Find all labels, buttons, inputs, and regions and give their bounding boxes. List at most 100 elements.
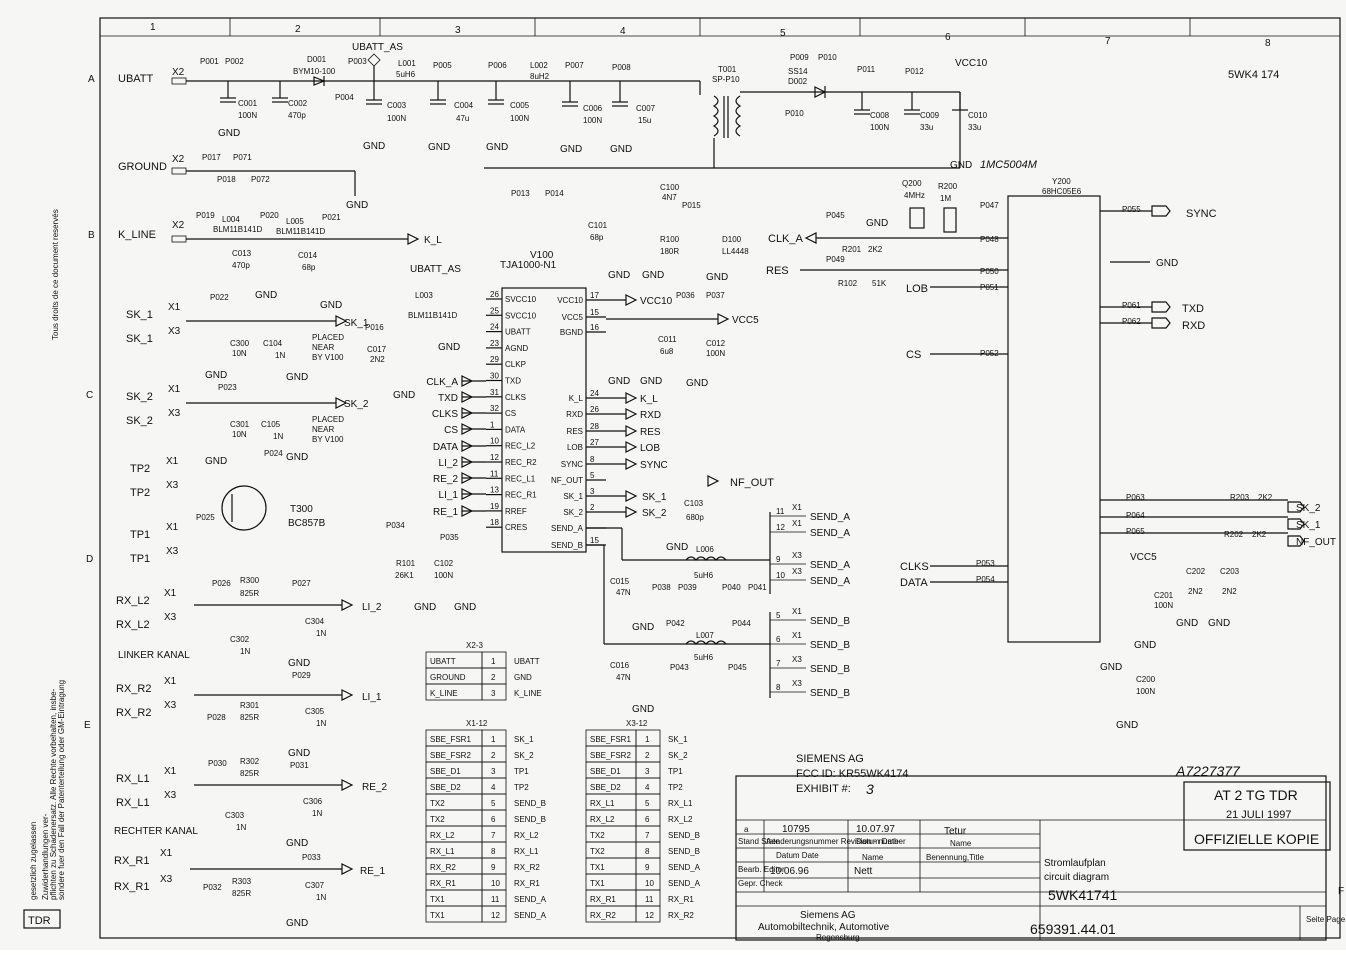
exhibit-number: 3 (866, 781, 874, 797)
svg-text:P014: P014 (545, 189, 564, 198)
svg-text:D001: D001 (307, 55, 327, 64)
svg-text:C011: C011 (658, 335, 677, 344)
svg-text:K_LINE: K_LINE (118, 229, 156, 241)
v100-pin-name: CS (505, 409, 516, 418)
send-net: SEND_A (810, 560, 850, 571)
table-cell: 2 (491, 751, 496, 760)
model-number: 5WK4 174 (1228, 69, 1279, 81)
drawing-number: 5WK41741 (1048, 887, 1117, 903)
svg-text:UBATT_AS: UBATT_AS (410, 264, 461, 275)
table-title: X1-12 (466, 719, 488, 728)
net-label: LOB (640, 443, 660, 454)
svg-text:825R: 825R (240, 589, 259, 598)
send-connector: X3 (792, 679, 802, 688)
svg-text:P045: P045 (728, 663, 747, 672)
svg-text:RES: RES (766, 265, 789, 277)
svg-text:47N: 47N (616, 588, 631, 597)
table-cell: K_LINE (514, 689, 542, 698)
svg-text:P006: P006 (488, 61, 507, 70)
v100-pin-number: 1 (490, 420, 495, 429)
table-cell: 3 (645, 767, 650, 776)
v100-pin-name: K_L (569, 394, 584, 403)
svg-text:L001: L001 (398, 59, 416, 68)
svg-text:C102: C102 (434, 559, 454, 568)
svg-text:X1: X1 (168, 384, 181, 395)
svg-text:Benennung,Title: Benennung,Title (926, 853, 985, 862)
v100-pin-number: 23 (490, 339, 499, 348)
svg-text:100N: 100N (706, 349, 725, 358)
svg-text:C307: C307 (305, 881, 325, 890)
svg-text:P018: P018 (217, 175, 236, 184)
svg-text:2K2: 2K2 (1252, 530, 1267, 539)
svg-text:GND: GND (438, 342, 460, 353)
svg-text:P039: P039 (678, 583, 697, 592)
svg-text:Tetur: Tetur (944, 826, 967, 837)
table-cell: TX1 (430, 911, 445, 920)
svg-text:1N: 1N (275, 351, 285, 360)
svg-text:C015: C015 (610, 577, 630, 586)
table-cell: SEND_A (668, 879, 701, 888)
svg-text:Stand State: Stand State (738, 837, 780, 846)
svg-text:C001: C001 (238, 99, 258, 108)
title-block: SIEMENS AG FCC ID: KR55WK4174 EXHIBIT #:… (735, 753, 1346, 942)
svg-text:5uH6: 5uH6 (694, 653, 714, 662)
margin-text: gesetzlich zugelassen (29, 822, 38, 900)
svg-text:100N: 100N (583, 116, 602, 125)
v100-pin-number: 8 (590, 455, 595, 464)
net-label: CLKS (432, 409, 458, 420)
svg-text:CS: CS (906, 349, 921, 361)
v100-pin-number: 12 (490, 453, 499, 462)
svg-text:RX_R1: RX_R1 (114, 881, 149, 893)
row-label: A (88, 74, 95, 85)
svg-text:SP-P10: SP-P10 (712, 75, 740, 84)
svg-text:GND: GND (1156, 258, 1178, 269)
v100-pin-name: AGND (505, 344, 528, 353)
svg-text:TP1: TP1 (130, 553, 150, 565)
svg-text:C301: C301 (230, 420, 250, 429)
table-cell: RX_L1 (514, 847, 539, 856)
table-title: X2-3 (466, 641, 483, 650)
svg-text:P010: P010 (785, 109, 804, 118)
svg-text:BLM11B141D: BLM11B141D (213, 225, 262, 234)
table-cell: SK_2 (668, 751, 688, 760)
table-cell: SBE_D2 (590, 783, 621, 792)
svg-text:L006: L006 (696, 545, 714, 554)
table-cell: 6 (645, 815, 650, 824)
svg-text:BC857B: BC857B (288, 518, 326, 529)
svg-text:GND: GND (218, 128, 240, 139)
net-label: K_L (640, 394, 658, 405)
svg-text:825R: 825R (232, 889, 251, 898)
svg-text:GND: GND (686, 378, 708, 389)
svg-text:Y200: Y200 (1052, 177, 1071, 186)
svg-text:21 JULI 1997: 21 JULI 1997 (1226, 809, 1291, 821)
svg-text:GND: GND (1176, 618, 1198, 629)
table-cell: SK_1 (514, 735, 534, 744)
svg-text:C016: C016 (610, 661, 630, 670)
svg-text:C007: C007 (636, 104, 656, 113)
svg-text:LL4448: LL4448 (722, 247, 749, 256)
tdr-box: TDR (28, 915, 51, 927)
table-cell: 1 (491, 735, 496, 744)
svg-text:8uH2: 8uH2 (530, 72, 550, 81)
svg-text:P054: P054 (976, 575, 995, 584)
svg-text:GND: GND (454, 602, 476, 613)
v100-pin-name: SK_1 (563, 492, 583, 501)
svg-text:C012: C012 (706, 339, 726, 348)
svg-text:GND: GND (414, 602, 436, 613)
svg-text:SK_1: SK_1 (126, 333, 153, 345)
v100-pin-number: 27 (590, 438, 599, 447)
table-cell: RX_R1 (590, 895, 616, 904)
table-cell: RX_R1 (668, 895, 694, 904)
svg-text:P008: P008 (612, 63, 631, 72)
v100-pin-number: 16 (590, 323, 599, 332)
svg-text:P026: P026 (212, 579, 231, 588)
margin-text: Zuwiderhandlungen ver- (41, 813, 50, 900)
table-cell: TP1 (514, 767, 529, 776)
table-cell: GND (514, 673, 532, 682)
row-label: F (1338, 886, 1344, 897)
row-label: C (86, 390, 93, 401)
table-cell: SEND_B (668, 831, 700, 840)
